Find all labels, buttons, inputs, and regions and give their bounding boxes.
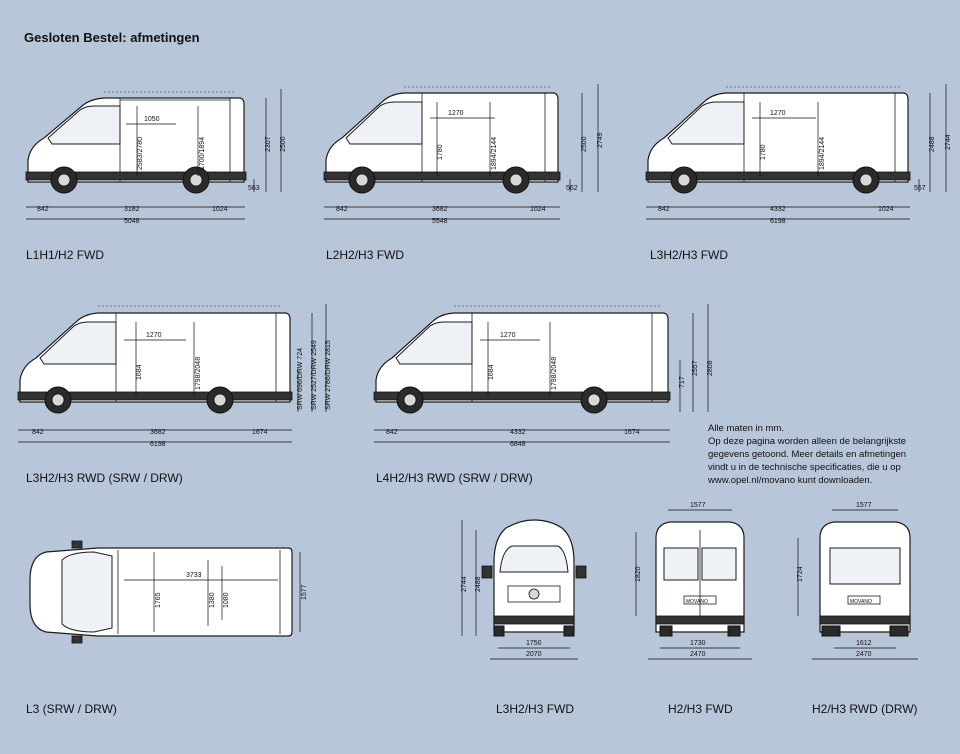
v3-height1: 2488 (929, 136, 936, 152)
rear-rwd-top: 1577 (856, 502, 872, 509)
rear-fwd-width: 2470 (690, 651, 706, 658)
v3-cargo-length: 1780 (760, 144, 767, 160)
v5-cargo-length: 1684 (488, 364, 495, 380)
v2-cargo-height: 1894/2144 (491, 137, 498, 170)
rear-fwd-height: 1820 (635, 566, 642, 582)
rear-fwd-badge: MOVANO (686, 599, 708, 605)
v5-height1: 2557 (692, 360, 699, 376)
van-front-view: 2744 2488 1750 2070 (461, 519, 587, 660)
v1-height2: 2500 (280, 136, 287, 152)
note-line-4: vindt u in de technische specificaties, … (708, 462, 901, 473)
v2-load-height: 562 (566, 185, 578, 192)
v2-height2: 2749 (597, 132, 604, 148)
v4-length: 6198 (150, 441, 166, 448)
van-l4h2-rwd: 1270 1684 1798/2048 717 2557 2808 842 43… (373, 304, 714, 448)
rear-rwd-badge: MOVANO (850, 599, 872, 605)
v2-cargo-width: 1270 (448, 110, 464, 117)
v2-height1: 2500 (581, 136, 588, 152)
dimensions-note: Alle maten in mm. Op deze pagina worden … (708, 422, 944, 487)
v4-spec1: SRW 696/DRW 724 (297, 348, 304, 410)
v5-cargo-width: 1270 (500, 332, 516, 339)
caption-l1h1: L1H1/H2 FWD (26, 248, 105, 262)
note-line-2: Op deze pagina worden alleen de belangri… (708, 436, 907, 447)
top-width2: 1380 (209, 592, 216, 608)
v5-height2: 2808 (707, 360, 714, 376)
v1-load-height: 563 (248, 185, 260, 192)
v2-wheelbase: 3682 (432, 206, 448, 213)
van-l3h2-rwd: 1270 1684 1798/2048 SRW 696/DRW 724 SRW … (17, 304, 332, 448)
v3-cargo-width: 1270 (770, 110, 786, 117)
v2-length: 5548 (432, 218, 448, 225)
rear-rwd-track: 1612 (856, 640, 872, 647)
v5-front-overhang: 842 (386, 429, 398, 436)
v1-cargo-length: 2583/2780 (137, 137, 144, 170)
v4-spec3: SRW 2786/DRW 2815 (325, 340, 332, 410)
top-cargo-length: 3733 (186, 572, 202, 579)
v4-cargo-height: 1798/2048 (195, 357, 202, 390)
caption-l3h2-rwd: L3H2/H3 RWD (SRW / DRW) (26, 471, 183, 485)
v2-front-overhang: 842 (336, 206, 348, 213)
caption-l4h2-rwd: L4H2/H3 RWD (SRW / DRW) (376, 471, 533, 485)
front-track: 1750 (526, 640, 542, 647)
v3-load-height: 557 (914, 185, 926, 192)
top-width3: 1080 (223, 592, 230, 608)
v1-length: 5048 (124, 218, 140, 225)
van-l3h2: 1270 1780 1894/2144 2488 2744 557 842 43… (645, 84, 952, 225)
v1-wheelbase: 3182 (124, 206, 140, 213)
v5-wheelbase: 4332 (510, 429, 526, 436)
note-line-5: www.opel.nl/movano kunt downloaden. (708, 475, 873, 486)
v3-front-overhang: 842 (658, 206, 670, 213)
v1-cargo-height: 1700/1894 (199, 137, 206, 170)
van-rear-view-fwd: MOVANO 1577 1820 1730 2470 (635, 502, 752, 660)
van-top-view: 3733 1765 1380 1080 1577 (29, 540, 308, 644)
v3-length: 6198 (770, 218, 786, 225)
v3-rear-overhang: 1024 (878, 206, 894, 213)
caption-l3-top: L3 (SRW / DRW) (26, 702, 117, 716)
v1-rear-overhang: 1024 (212, 206, 228, 213)
rear-fwd-top: 1577 (690, 502, 706, 509)
top-width4: 1577 (301, 584, 308, 600)
v3-wheelbase: 4332 (770, 206, 786, 213)
v4-cargo-length: 1684 (136, 364, 143, 380)
v4-front-overhang: 842 (32, 429, 44, 436)
v5-load-height: 717 (679, 376, 686, 388)
van-rear-view-rwd: MOVANO 1577 1724 1612 2470 (797, 502, 918, 660)
v2-cargo-length: 1780 (437, 144, 444, 160)
v5-rear-overhang: 1674 (624, 429, 640, 436)
note-line-3: gegevens getoond. Meer details en afmeti… (708, 449, 907, 460)
v4-cargo-width: 1270 (146, 332, 162, 339)
caption-rear-fwd: H2/H3 FWD (668, 702, 733, 716)
page-title: Gesloten Bestel: afmetingen (24, 30, 200, 45)
front-height1: 2744 (461, 576, 468, 592)
note-line-1: Alle maten in mm. (708, 423, 785, 434)
v4-rear-overhang: 1674 (252, 429, 268, 436)
v5-length: 6848 (510, 441, 526, 448)
rear-rwd-height: 1724 (797, 566, 804, 582)
v4-spec2: SRW 2527/DRW 2549 (311, 340, 318, 410)
v3-height2: 2744 (945, 134, 952, 150)
front-width: 2070 (526, 651, 542, 658)
caption-front: L3H2/H3 FWD (496, 702, 575, 716)
v4-wheelbase: 3682 (150, 429, 166, 436)
v1-cargo-width: 1050 (144, 116, 160, 123)
caption-l2h2: L2H2/H3 FWD (326, 248, 405, 262)
rear-fwd-track: 1730 (690, 640, 706, 647)
v1-front-overhang: 842 (37, 206, 49, 213)
caption-l3h2: L3H2/H3 FWD (650, 248, 729, 262)
v5-cargo-height: 1798/2048 (551, 357, 558, 390)
caption-rear-rwd: H2/H3 RWD (DRW) (812, 702, 918, 716)
front-height2: 2488 (475, 576, 482, 592)
rear-rwd-width: 2470 (856, 651, 872, 658)
van-l2h2: 1270 1780 1894/2144 2500 2749 562 842 36… (323, 84, 604, 225)
v3-cargo-height: 1894/2144 (819, 137, 826, 170)
v1-height1: 2307 (265, 136, 272, 152)
v2-rear-overhang: 1024 (530, 206, 546, 213)
van-l1h1: 1050 2583/2780 1700/1894 2307 2500 563 8… (25, 89, 287, 225)
top-width1: 1765 (155, 592, 162, 608)
